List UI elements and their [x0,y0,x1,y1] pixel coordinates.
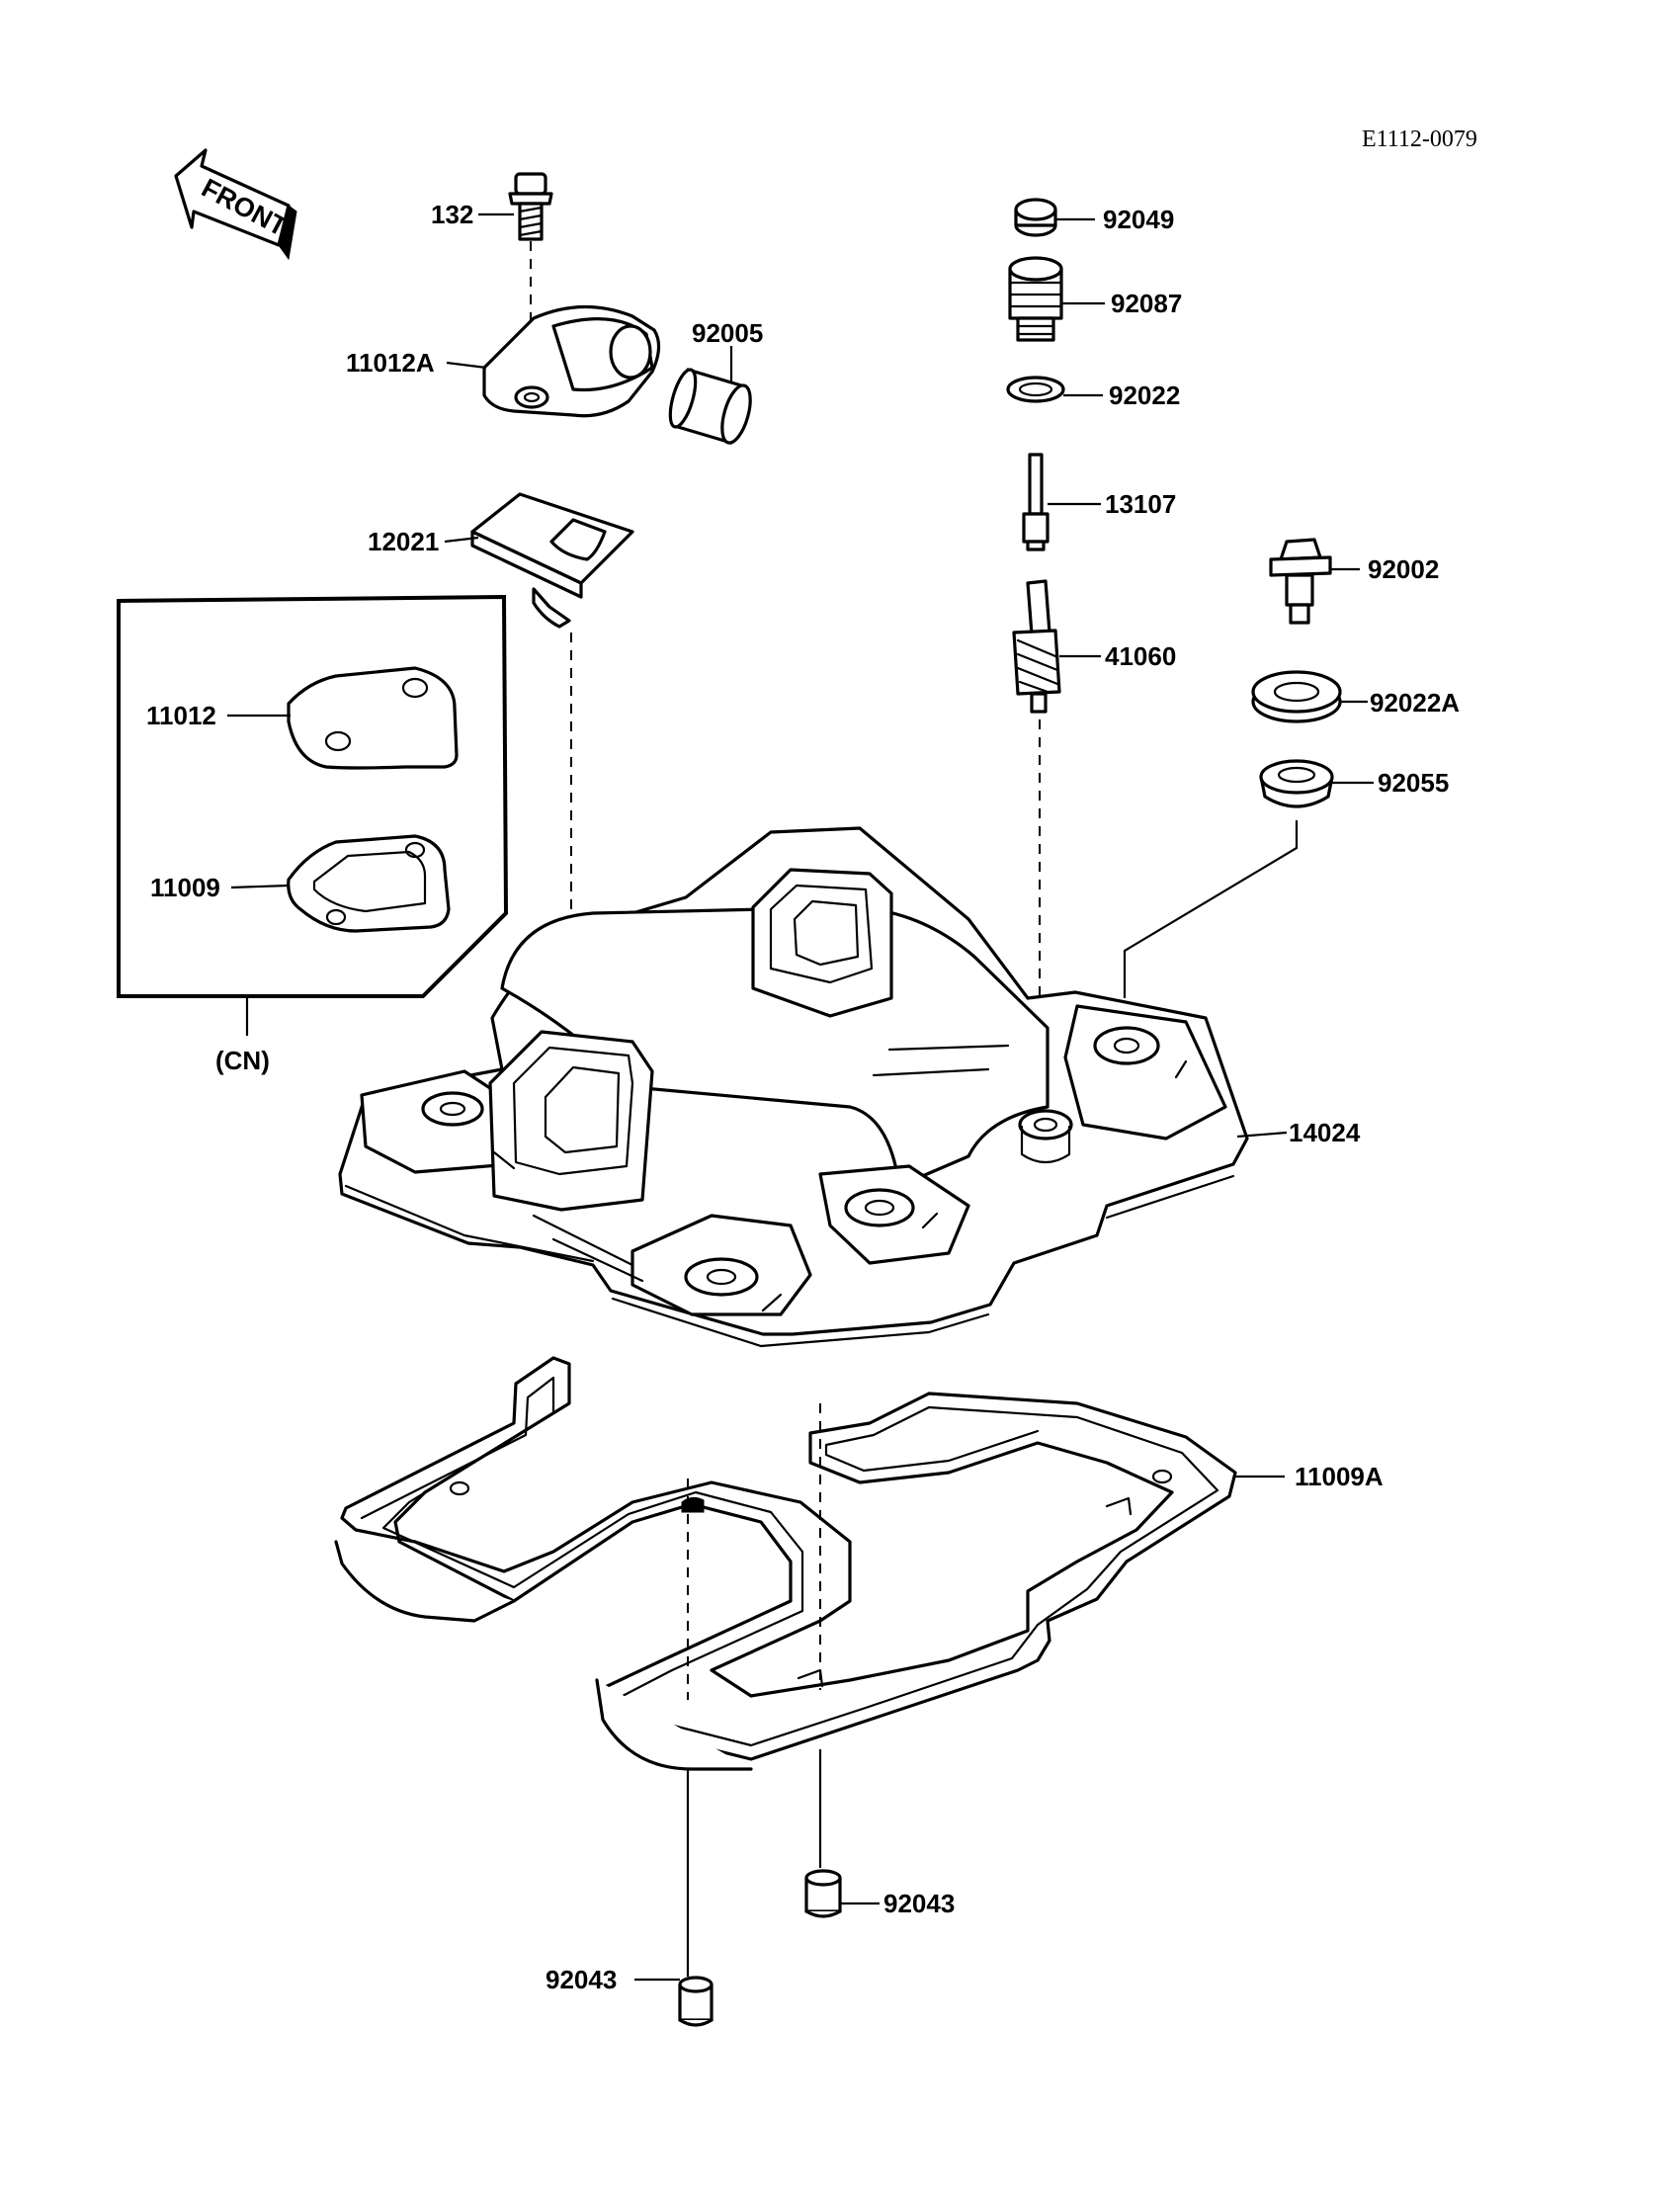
label-92049: 92049 [1103,205,1174,234]
label-92087: 92087 [1111,289,1182,318]
grommet-92055 [1259,759,1334,808]
label-11009A: 11009A [1295,1462,1384,1491]
label-92005: 92005 [692,318,763,348]
label-92002: 92002 [1368,554,1439,584]
label-92043-right: 92043 [883,1889,955,1918]
breather-cover-11012A [482,304,661,418]
label-11009: 11009 [150,873,220,902]
bolt-92002 [1269,538,1332,625]
dowel-92043-bottom [678,1976,714,2027]
dowel-92043-right [804,1869,842,1918]
label-92022: 92022 [1109,380,1180,410]
bolt-132 [508,172,553,241]
label-14024: 14024 [1289,1118,1361,1147]
washer-92022 [1006,376,1065,403]
washer-92022A [1251,670,1342,723]
label-41060: 41060 [1105,641,1176,671]
gear-41060 [1012,579,1061,714]
label-13107: 13107 [1105,489,1176,519]
label-12021: 12021 [368,527,439,556]
reference-code: E1112-0079 [1362,127,1477,152]
tube-92005 [668,368,752,445]
front-arrow-icon: FRONT [174,148,297,261]
label-92022A: 92022A [1370,688,1460,718]
plug-92087 [1008,256,1063,342]
cap-92049 [1014,198,1057,237]
cn-group-label: (CN) [215,1046,270,1075]
cylinder-head-cover-14024 [338,826,1249,1348]
shaft-13107 [1022,453,1050,551]
label-92043-bottom: 92043 [546,1965,617,1994]
plate-12021 [470,492,634,629]
label-11012A: 11012A [346,348,435,378]
label-11012: 11012 [146,701,216,730]
gasket-plate-11012 [287,666,459,770]
label-132: 132 [431,200,473,229]
gasket-ring-11009 [287,834,451,933]
label-92055: 92055 [1378,768,1449,798]
cn-group-box: (CN) [117,594,509,1075]
cover-gasket-11009A [334,1356,1237,1771]
